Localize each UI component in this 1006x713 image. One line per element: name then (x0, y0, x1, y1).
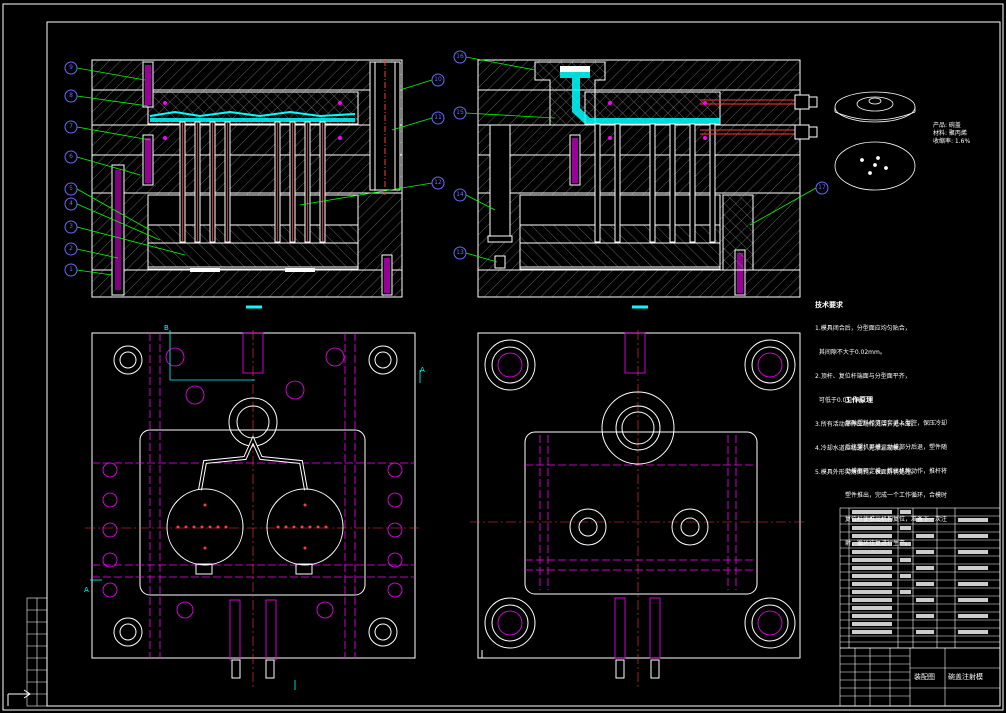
balloon-number: 4 (69, 200, 73, 207)
work-principle-line: 塑件推出，完成一个工作循环，合模时 (845, 492, 948, 499)
section-view-left (91, 59, 403, 309)
tech-req-line: 其间隙不大于0.02mm。 (815, 349, 886, 356)
balloon-number: 1 (69, 266, 73, 273)
work-principle-line: 复位杆使推出机构复位，准备下一次注 (845, 516, 948, 523)
tech-requirements: 技术要求 1.模具闭合后，分型面应均匀贴合， 其间隙不大于0.02mm。 2.顶… (815, 285, 917, 485)
product-label: 产品: 碗盖 (933, 122, 961, 129)
balloon-number: 11 (434, 114, 442, 121)
work-principle-line: 后注塑机开模，动模部分后退，塑件随 (845, 444, 948, 451)
balloon-number: 15 (456, 109, 464, 116)
work-principle-line: 动模离开定模，推出机构动作，推杆将 (845, 468, 948, 475)
tech-requirements-title: 技术要求 (815, 301, 843, 309)
balloon-number: 7 (69, 123, 73, 130)
section-mark-b: B (164, 324, 169, 332)
parts-list (839, 507, 1001, 649)
inner-border (46, 21, 1001, 707)
balloon-number: 2 (69, 245, 73, 252)
balloon-number: 10 (434, 76, 442, 83)
plan-view-right (470, 330, 805, 690)
left-strip-table (26, 597, 48, 707)
balloon-number: 6 (69, 153, 73, 160)
section-view-right (477, 59, 818, 309)
title-block-sub: 装配图 (914, 673, 935, 681)
balloons-left (76, 67, 433, 276)
balloon-number: 14 (456, 191, 464, 198)
title-block-name: 碗盖注射模 (948, 673, 983, 681)
parts-list-text (852, 510, 988, 634)
title-block (839, 647, 1001, 707)
balloon-number: 9 (69, 64, 73, 71)
work-principle-line: 射，循环往复进行生产。 (845, 540, 912, 547)
balloon-circles-right (453, 50, 829, 260)
ucs-icon (7, 689, 31, 706)
tech-req-line: 2.顶杆、复位杆端面与分型面平齐， (815, 373, 911, 380)
material-label: 材料: 聚丙烯 (933, 130, 967, 137)
balloon-number: 3 (69, 223, 73, 230)
shrink-label: 收缩率: 1.6% (933, 138, 971, 145)
tech-req-line: 3.所有活动部件应动作灵活，无卡滞。 (815, 421, 917, 428)
sheet-border (2, 3, 1004, 711)
balloons-right (465, 56, 817, 263)
balloon-number: 16 (456, 53, 464, 60)
tech-req-line: 可低于0.05mm。 (815, 397, 868, 404)
section-mark-a-right: A (420, 366, 425, 374)
balloon-number: 8 (69, 92, 73, 99)
tech-req-line: 5.模具外形尖角倒钝，表面防锈处理。 (815, 469, 917, 476)
work-principle-line: 熔融塑料经浇口套进入型腔，保压冷却 (845, 420, 948, 427)
product-sketch (834, 91, 916, 191)
balloon-number: 13 (456, 249, 464, 256)
tech-req-line: 4.冷却水道应畅通，无渗漏现象。 (815, 445, 905, 452)
work-principle: 工作原理 熔融塑料经浇口套进入型腔，保压冷却 后注塑机开模，动模部分后退，塑件随… (845, 380, 947, 556)
balloon-number: 5 (69, 185, 73, 192)
balloon-number: 17 (818, 184, 826, 191)
balloon-circles-left (64, 61, 445, 277)
work-principle-title: 工作原理 (845, 396, 873, 404)
product-info: 产品: 碗盖 材料: 聚丙烯 收缩率: 1.6% (933, 122, 970, 146)
tech-req-line: 1.模具闭合后，分型面应均匀贴合， (815, 325, 911, 332)
balloon-number: 12 (434, 179, 442, 186)
plan-view-left: A A B (84, 324, 425, 690)
section-mark-a-left: A (84, 586, 89, 594)
